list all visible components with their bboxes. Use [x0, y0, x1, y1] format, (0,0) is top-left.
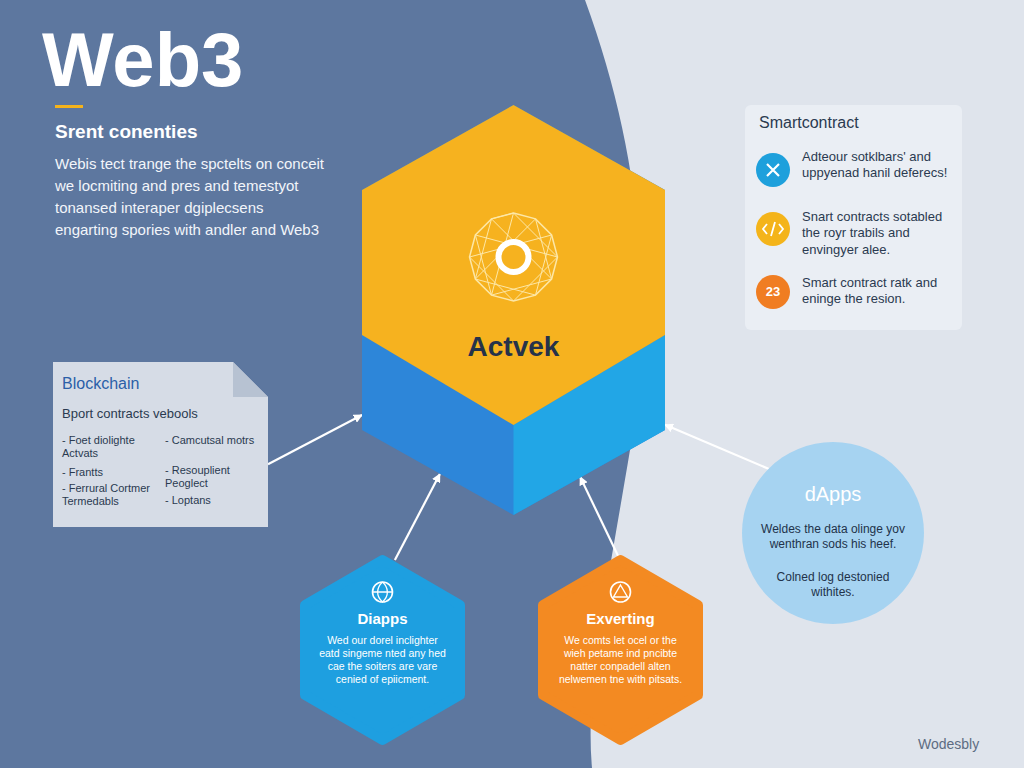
- dapps-circle: dAppsWeldes the data olinge yov wenthran…: [742, 442, 924, 624]
- node-heading: dApps: [742, 482, 924, 507]
- node-heading: Actvek: [362, 329, 665, 364]
- center-hexagon: Actvek: [362, 105, 665, 515]
- node-heading: Diapps: [305, 610, 460, 629]
- node-body: - Camcutsal motrs: [165, 434, 265, 447]
- callout-circle: 23: [756, 275, 790, 309]
- arrow-connector: [580, 477, 620, 560]
- arrow-connector: [665, 425, 769, 469]
- node-heading: Smartcontract: [759, 113, 962, 133]
- blockchain-box: BlockchainBport contracts vebools - Foet …: [53, 362, 268, 527]
- title: Web3: [42, 22, 243, 98]
- intro-paragraph: Webis tect trange the spctelts on concei…: [55, 153, 327, 241]
- exverting-hexagon: Exverting We comts let ocel or the wieh p…: [543, 560, 698, 740]
- arrow-connector: [268, 415, 362, 464]
- arrow-connector: [395, 474, 440, 560]
- node-body: - Frantts: [62, 466, 162, 479]
- node-body: - Foet diolighte Actvats: [62, 434, 162, 460]
- node-heading: 23: [756, 284, 790, 300]
- node-shape: [362, 105, 665, 515]
- node-body: Wed our dorel inclighter eatd singeme nt…: [319, 634, 446, 686]
- smartcontract-panel: SmartcontractAdteour sotklbars' and uppy…: [745, 105, 962, 330]
- node-body: - Ferrural Cortmer Termedabls: [62, 482, 162, 508]
- diapps-hexagon: DiappsWed our dorel inclighter eatd sing…: [305, 560, 460, 740]
- title-underline: [55, 105, 83, 108]
- subheading: Srent conenties: [55, 120, 355, 144]
- node-body: Bport contracts vebools: [62, 406, 262, 422]
- node-body: - Loptans: [165, 494, 265, 507]
- node-body: Smart contract ratk and eninge the resio…: [802, 275, 956, 308]
- node-body: Colned log destonied withites.: [770, 570, 896, 600]
- node-heading: Blockchain: [62, 374, 227, 394]
- node-body: - Resouplient Peoglect: [165, 464, 265, 490]
- node-heading: Exverting: [543, 610, 698, 629]
- node-body: We comts let ocel or the wieh petame ind…: [557, 634, 684, 686]
- node-body: Adteour sotklbars' and uppyenad hanil de…: [802, 149, 956, 182]
- node-body: Weldes the data olinge yov wenthran sods…: [758, 522, 908, 552]
- node-body: Snart contracts sotabled the royr trabil…: [802, 209, 956, 258]
- watermark: Wodesbly: [918, 736, 1018, 754]
